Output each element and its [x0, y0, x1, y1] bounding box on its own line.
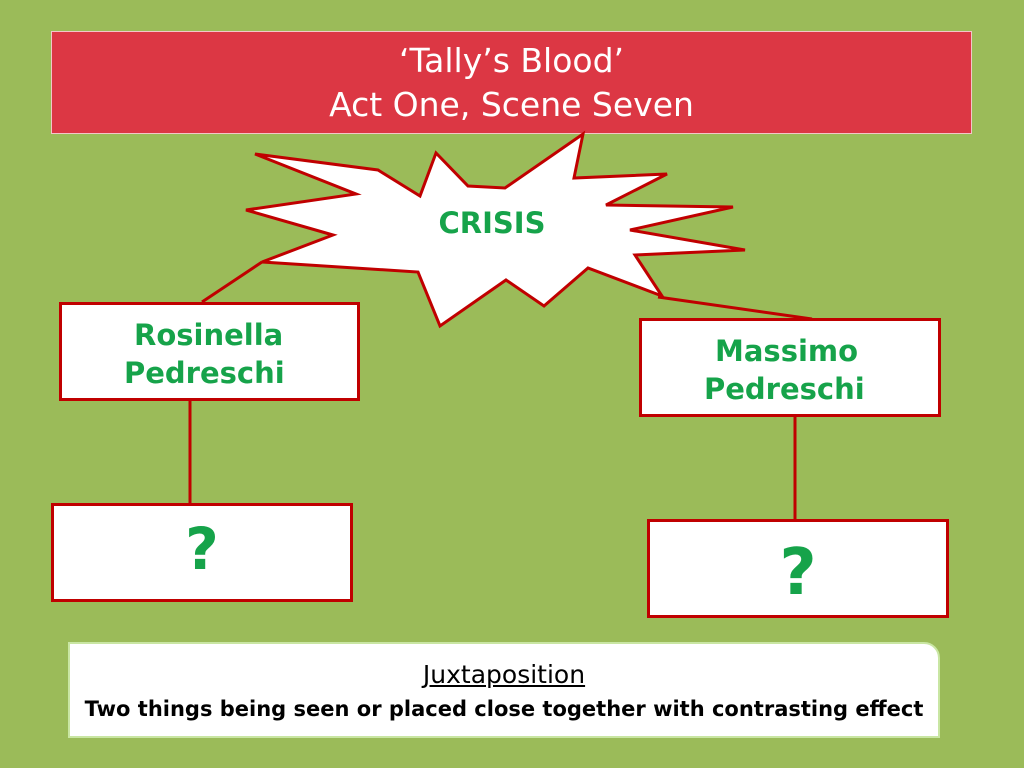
question-mark: ?: [779, 535, 817, 610]
character-box-rosinella: Rosinella Pedreschi: [59, 302, 360, 401]
character-surname: Pedreschi: [124, 356, 285, 390]
question-box-right: ?: [647, 519, 949, 618]
definition-term: Juxtaposition: [422, 660, 586, 689]
question-box-left: ?: [51, 503, 353, 602]
definition-box: Juxtaposition Two things being seen or p…: [68, 642, 940, 738]
connector-crisis-rosinella: [201, 260, 263, 304]
title-line-2: Act One, Scene Seven: [329, 84, 694, 124]
question-mark: ?: [185, 514, 219, 583]
definition-text: Two things being seen or placed close to…: [84, 697, 924, 721]
character-surname: Pedreschi: [704, 372, 865, 406]
character-first-name: Massimo: [715, 334, 859, 368]
title-line-1: ‘Tally’s Blood’: [398, 40, 625, 80]
crisis-starburst: [245, 130, 746, 329]
crisis-label: CRISIS: [438, 206, 546, 240]
connector-crisis-massimo: [657, 295, 813, 321]
title-banner: ‘Tally’s Blood’ Act One, Scene Seven: [51, 31, 972, 134]
character-first-name: Rosinella: [134, 318, 284, 352]
character-box-massimo: Massimo Pedreschi: [639, 318, 941, 417]
